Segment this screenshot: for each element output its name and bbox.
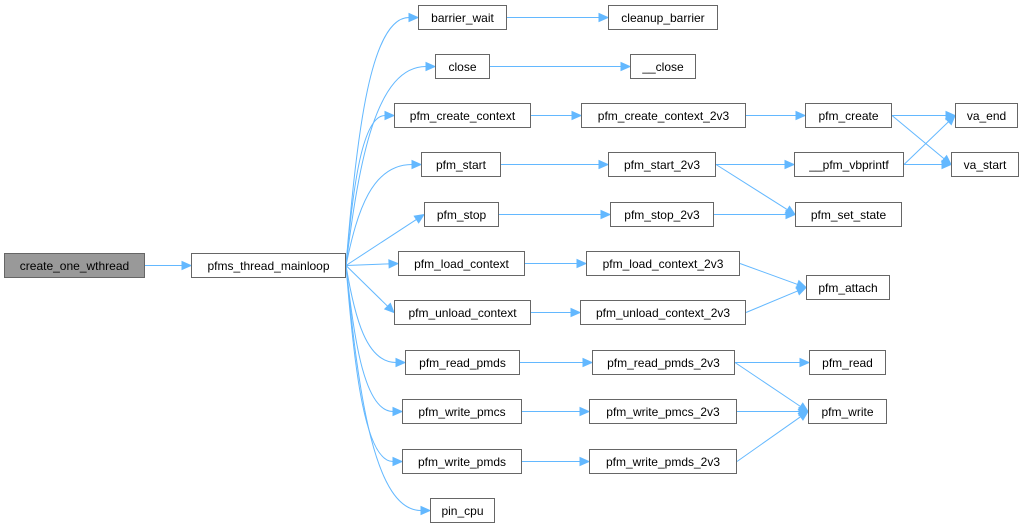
arrowhead-pfm_set_state <box>785 209 797 220</box>
node-pfm-start[interactable]: pfm_start <box>421 152 501 177</box>
node-pfm-read-pmds-2v3[interactable]: pfm_read_pmds_2v3 <box>592 350 735 375</box>
arrowhead-pfm_write_pmcs <box>392 406 404 417</box>
edge-pfms_thread_mainloop-to-close <box>345 66 427 266</box>
node-pfm-start-2v3[interactable]: pfm_start_2v3 <box>608 152 716 177</box>
node-pfm-attach[interactable]: pfm_attach <box>806 275 890 300</box>
node-pfm-create-context-2v3[interactable]: pfm_create_context_2v3 <box>581 103 746 128</box>
arrowhead-pfm_write_pmcs_2v3 <box>579 406 591 417</box>
node-pfm-stop-2v3[interactable]: pfm_stop_2v3 <box>610 202 714 227</box>
node-pfm-create-context[interactable]: pfm_create_context <box>394 103 531 128</box>
edge-pfms_thread_mainloop-to-pfm_create_context <box>345 115 386 266</box>
node-close[interactable]: close <box>435 54 490 79</box>
node-pin-cpu[interactable]: pin_cpu <box>430 498 495 523</box>
arrowhead-barrier_wait <box>408 12 420 23</box>
node-pfm-write-pmcs[interactable]: pfm_write_pmcs <box>402 399 522 424</box>
arrowhead-__pfm_vbprintf <box>784 159 796 170</box>
node-underscore-close[interactable]: __close <box>630 54 696 79</box>
arrowhead-pfm_stop <box>413 213 426 224</box>
arrowhead-pfm_create_context <box>384 110 396 121</box>
arrowhead-pfm_stop_2v3 <box>600 209 612 220</box>
arrowhead-pfm_create <box>795 110 807 121</box>
node-pfm-create[interactable]: pfm_create <box>805 103 892 128</box>
arrowhead-pfm_unload_context <box>383 302 395 314</box>
edge-pfm_unload_context_2v3-to-pfm_attach <box>745 290 798 313</box>
arrowhead-pin_cpu <box>420 505 432 516</box>
arrowhead-va_start <box>941 159 953 170</box>
node-pfm-read[interactable]: pfm_read <box>809 350 886 375</box>
edge-pfms_thread_mainloop-to-pfm_write_pmds <box>345 265 394 462</box>
arrowhead-pfm_write <box>797 410 810 421</box>
arrowhead-pfm_unload_context_2v3 <box>570 307 582 318</box>
edge-pfms_thread_mainloop-to-pfm_start <box>345 164 413 266</box>
edge-pfm_create-to-va_start <box>891 115 945 160</box>
node-pfm-set-state[interactable]: pfm_set_state <box>795 202 902 227</box>
node-va-end[interactable]: va_end <box>955 103 1018 128</box>
node-barrier-wait[interactable]: barrier_wait <box>418 5 507 30</box>
edge-pfms_thread_mainloop-to-pfm_stop <box>345 219 417 266</box>
node-va-start[interactable]: va_start <box>951 152 1019 177</box>
edge-pfms_thread_mainloop-to-pin_cpu <box>345 265 422 511</box>
node-pfm-write-pmds[interactable]: pfm_write_pmds <box>402 449 522 474</box>
arrowhead-cleanup_barrier <box>598 12 610 23</box>
edge-pfms_thread_mainloop-to-pfm_unload_context <box>345 265 388 307</box>
node-pfm-stop[interactable]: pfm_stop <box>424 202 499 227</box>
node-pfms-thread-mainloop[interactable]: pfms_thread_mainloop <box>191 253 346 278</box>
edge-pfm_start_2v3-to-pfm_set_state <box>715 164 788 211</box>
arrowhead-pfm_read_pmds <box>395 357 407 368</box>
node-pfm-write[interactable]: pfm_write <box>808 399 887 424</box>
arrowhead-pfm_write_pmds <box>392 456 404 467</box>
arrowhead-pfm_attach <box>795 286 808 296</box>
edge-pfms_thread_mainloop-to-barrier_wait <box>345 17 410 266</box>
arrowhead-__close <box>620 61 632 72</box>
arrowhead-pfm_load_context <box>388 259 400 269</box>
arrowhead-pfms_thread_mainloop <box>181 260 193 271</box>
arrowhead-pfm_read_pmds_2v3 <box>582 357 594 368</box>
arrowhead-pfm_start_2v3 <box>598 159 610 170</box>
edge-pfms_thread_mainloop-to-pfm_read_pmds <box>345 265 397 363</box>
edge-pfm_write_pmds_2v3-to-pfm_write <box>736 416 801 462</box>
arrowhead-close <box>425 61 437 72</box>
arrowhead-pfm_create_context_2v3 <box>571 110 583 121</box>
node-pfm-write-pmcs-2v3[interactable]: pfm_write_pmcs_2v3 <box>589 399 737 424</box>
arrowhead-va_end <box>944 114 956 126</box>
edge-pfm_load_context_2v3-to-pfm_attach <box>739 263 798 285</box>
node-cleanup-barrier[interactable]: cleanup_barrier <box>608 5 718 30</box>
arrowhead-pfm_start <box>411 159 423 170</box>
arrowhead-pfm_write_pmds_2v3 <box>579 456 591 467</box>
edge-__pfm_vbprintf-to-va_end <box>903 121 949 165</box>
node-pfm-vbprintf[interactable]: __pfm_vbprintf <box>794 152 904 177</box>
edge-pfms_thread_mainloop-to-pfm_load_context <box>345 263 390 266</box>
arrowhead-pfm_read <box>799 357 811 368</box>
node-create-one-wthread: create_one_wthread <box>4 253 145 278</box>
node-pfm-write-pmds-2v3[interactable]: pfm_write_pmds_2v3 <box>589 449 737 474</box>
arrowhead-pfm_load_context_2v3 <box>576 258 588 269</box>
node-pfm-unload-context-2v3[interactable]: pfm_unload_context_2v3 <box>580 300 746 325</box>
node-pfm-load-context[interactable]: pfm_load_context <box>398 251 525 276</box>
edge-pfm_read_pmds_2v3-to-pfm_write <box>734 362 801 407</box>
node-pfm-read-pmds[interactable]: pfm_read_pmds <box>405 350 520 375</box>
node-pfm-load-context-2v3[interactable]: pfm_load_context_2v3 <box>586 251 740 276</box>
node-pfm-unload-context[interactable]: pfm_unload_context <box>394 300 531 325</box>
